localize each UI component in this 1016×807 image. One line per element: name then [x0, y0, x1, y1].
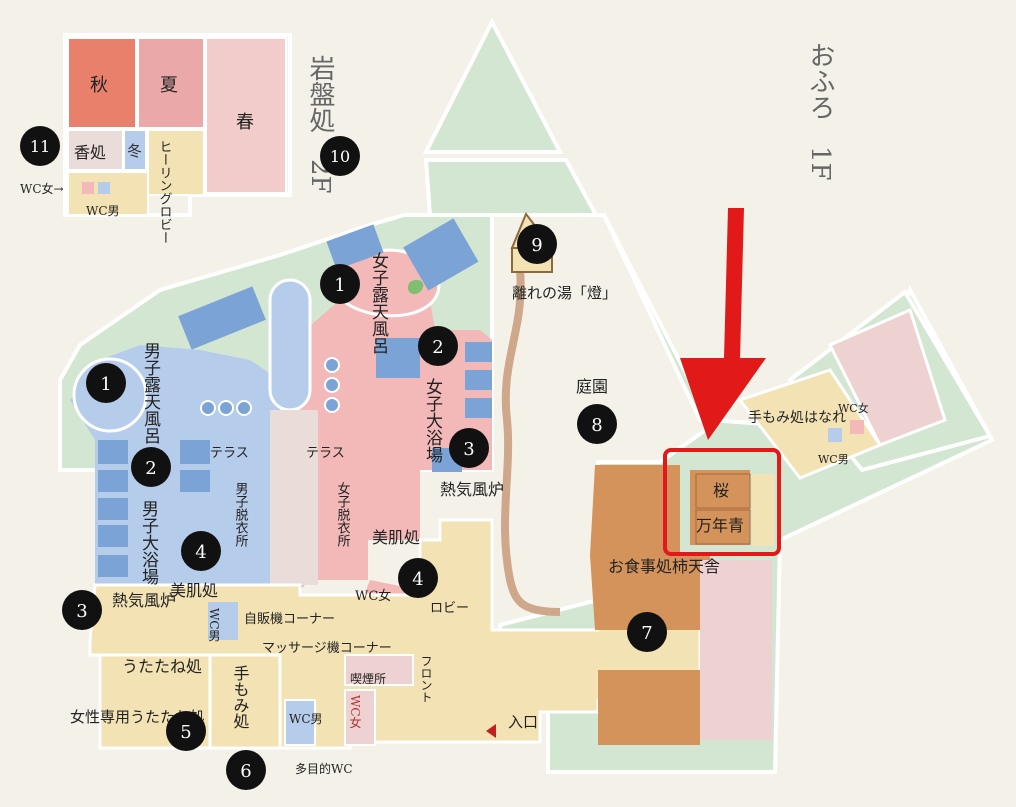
label-kou: 香処: [74, 143, 106, 162]
svg-text:3: 3: [463, 439, 474, 460]
svg-text:2: 2: [432, 337, 443, 358]
svg-text:5: 5: [180, 722, 191, 743]
label-wc-f-smoking: WC女: [348, 695, 362, 729]
label-wc-m-1f: WC男: [207, 608, 221, 642]
marker-2-men[interactable]: 2: [131, 447, 171, 487]
svg-text:9: 9: [531, 235, 542, 256]
marker-8[interactable]: 8: [577, 404, 617, 444]
label-men-daiyokujo: 男子大浴場: [138, 500, 159, 586]
label-wc-m-massage: WC男: [289, 712, 323, 726]
marker-3-men[interactable]: 3: [62, 590, 102, 630]
label-massage-chair: マッサージ機コーナー: [262, 641, 392, 656]
svg-text:3: 3: [76, 601, 87, 622]
svg-text:1: 1: [334, 275, 345, 296]
label-haru: 春: [236, 112, 254, 133]
temomi-hanare-building: [737, 307, 947, 480]
entrance-arrow: [486, 724, 496, 738]
svg-text:7: 7: [641, 623, 652, 644]
label-women-daiyokujo: 女子大浴場: [422, 378, 443, 464]
marker-9[interactable]: 9: [517, 224, 557, 264]
marker-1-men[interactable]: 1: [86, 363, 126, 403]
svg-text:1: 1: [100, 374, 111, 395]
floor-1f-label: おふろ 1F: [805, 42, 835, 181]
label-vending: 自販機コーナー: [244, 612, 335, 627]
label-wc-f-hanare: WC女: [838, 401, 869, 415]
terrace-corridor: [270, 410, 318, 585]
label-natsu: 夏: [160, 75, 178, 96]
label-men-rotenburo: 男子露天風呂: [140, 342, 161, 444]
label-entrance: 入口: [508, 713, 538, 731]
marker-10[interactable]: 10: [320, 136, 360, 176]
marker-2-women[interactable]: 2: [418, 326, 458, 366]
marker-4-men[interactable]: 4: [181, 531, 221, 571]
svg-text:6: 6: [240, 761, 251, 782]
label-terrace-men: テラス: [210, 446, 249, 461]
marker-5[interactable]: 5: [166, 711, 206, 751]
label-restaurant: お食事処柿天舎: [608, 557, 720, 576]
floor-2f-inset: [63, 33, 292, 217]
label-wc-m-hanare: WC男: [818, 453, 849, 466]
label-nekki-men: 熱気風炉: [112, 591, 176, 610]
highlight-box: [663, 448, 781, 556]
svg-text:10: 10: [330, 147, 350, 166]
label-women-rotenburo: 女子露天風呂: [368, 252, 389, 354]
marker-1-women[interactable]: 1: [320, 264, 360, 304]
markers: 1 1 2 2 3 3 4 4 5 6 7 8 9 10 11: [20, 126, 667, 790]
label-men-changing: 男子脱衣所: [233, 482, 249, 547]
label-aki: 秋: [90, 75, 108, 96]
label-wc-f-1f: WC女: [355, 588, 391, 604]
marker-11[interactable]: 11: [20, 126, 60, 166]
svg-text:4: 4: [195, 542, 206, 563]
label-bihada-women: 美肌処: [372, 528, 420, 547]
label-terrace-women: テラス: [306, 446, 345, 461]
label-utatane: うたたね処: [122, 657, 202, 676]
marker-7[interactable]: 7: [627, 612, 667, 652]
svg-text:4: 4: [412, 569, 423, 590]
marker-4-women[interactable]: 4: [398, 558, 438, 598]
label-front: フロント: [419, 655, 433, 703]
label-smoking: 喫煙所: [350, 672, 386, 686]
label-wc-f-2f: WC女→: [20, 181, 64, 196]
garden-path: [500, 269, 561, 616]
label-nekki-women: 熱気風炉: [440, 480, 504, 499]
label-lobby: ロビー: [430, 601, 469, 616]
label-garden: 庭園: [576, 377, 608, 396]
marker-3-women[interactable]: 3: [449, 428, 489, 468]
label-bihada-men: 美肌処: [170, 581, 218, 600]
highlight-arrow: [680, 208, 766, 440]
label-wc-m-2f: WC男: [86, 204, 120, 218]
svg-text:8: 8: [591, 415, 602, 436]
labels: 岩盤処 2F おふろ 1F 秋 夏 春 香処 冬 ヒーリングロビー WC女→ W…: [20, 42, 869, 776]
svg-text:11: 11: [30, 137, 50, 156]
label-hanare-yu: 離れの湯「燈」: [512, 284, 617, 302]
label-sakura: 桜: [713, 481, 729, 500]
marker-6[interactable]: 6: [226, 750, 266, 790]
label-temomi: 手もみ処: [231, 665, 250, 729]
label-multi-wc: 多目的WC: [295, 761, 353, 776]
label-healing-lobby: ヒーリングロビー: [157, 140, 173, 244]
label-women-changing: 女子脱衣所: [335, 481, 351, 547]
label-mannenao: 万年青: [696, 516, 744, 535]
label-temomi-hanare: 手もみ処はなれ: [748, 410, 846, 426]
svg-text:2: 2: [145, 458, 156, 479]
label-fuyu: 冬: [127, 142, 142, 160]
